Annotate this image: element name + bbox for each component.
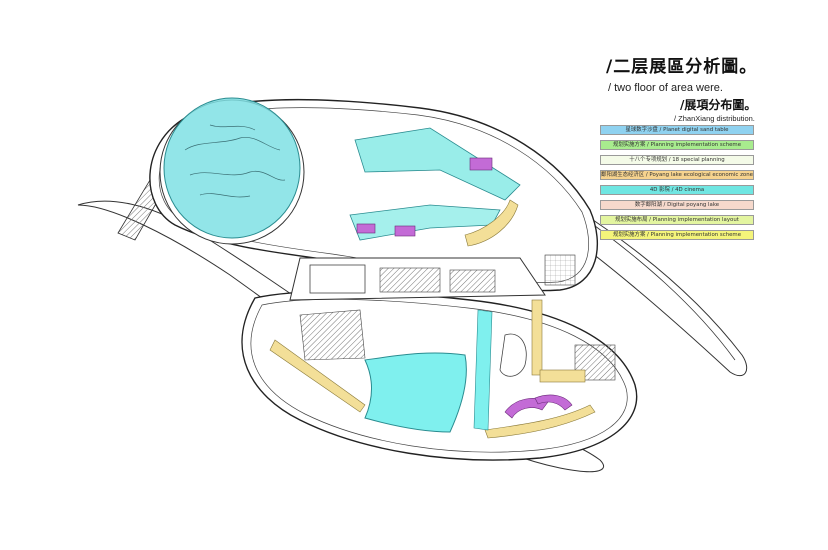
legend-item-planet: 星球数字沙盘 / Planet digital sand table xyxy=(600,125,754,135)
legend-item-layout: 规划实施布局 / Planning implementation layout xyxy=(600,215,754,225)
purple-arc xyxy=(504,398,549,419)
planet-map-lines xyxy=(184,124,286,198)
cinema-4d xyxy=(364,352,467,433)
purple-arc xyxy=(534,394,573,411)
yellow-arc xyxy=(484,404,596,439)
purple-block xyxy=(469,157,493,171)
tiered-seating xyxy=(299,309,366,361)
yellow-lane-right xyxy=(531,299,543,376)
legend-item-scheme: 规划实施方案 / Planning implementation scheme xyxy=(600,140,754,150)
lower-pod-inner xyxy=(250,298,628,453)
section-title: /展項分布圖。 xyxy=(680,98,757,112)
legend-item-cinema: 4D 影院 / 4D cinema xyxy=(600,185,754,195)
connector-seating-right xyxy=(449,269,496,293)
yellow-bar xyxy=(539,369,586,383)
connector-seating-left xyxy=(379,267,441,293)
planning-scheme-zone xyxy=(354,127,521,201)
outer-ring-right xyxy=(574,207,748,377)
stair-right xyxy=(544,254,576,286)
yellow-lane-left xyxy=(269,339,366,413)
page-title: /二层展區分析圖。 xyxy=(606,57,758,77)
section-subtitle-en: / ZhanXiang distribution. xyxy=(674,114,755,123)
yellow-curve xyxy=(464,199,519,247)
page-subtitle-en: / two floor of area were. xyxy=(608,82,723,94)
legend-item-poyang-zone: 鄱阳湖生态经济区 / Poyang lake ecological econom… xyxy=(600,170,754,180)
legend-item-digital-lake: 数字鄱阳湖 / Digital poyang lake xyxy=(600,200,754,210)
legend-item-special: 十八个专项规划 / 18 special planning xyxy=(600,155,754,165)
connector-room xyxy=(309,264,366,294)
cyan-column xyxy=(473,309,493,431)
purple-block xyxy=(394,225,416,237)
digital-lake-outline xyxy=(499,333,527,377)
legend-item-scheme-2: 规划实施方案 / Planning implementation scheme xyxy=(600,230,754,240)
purple-block xyxy=(356,223,376,234)
planet-digital-sand-table xyxy=(163,97,301,239)
